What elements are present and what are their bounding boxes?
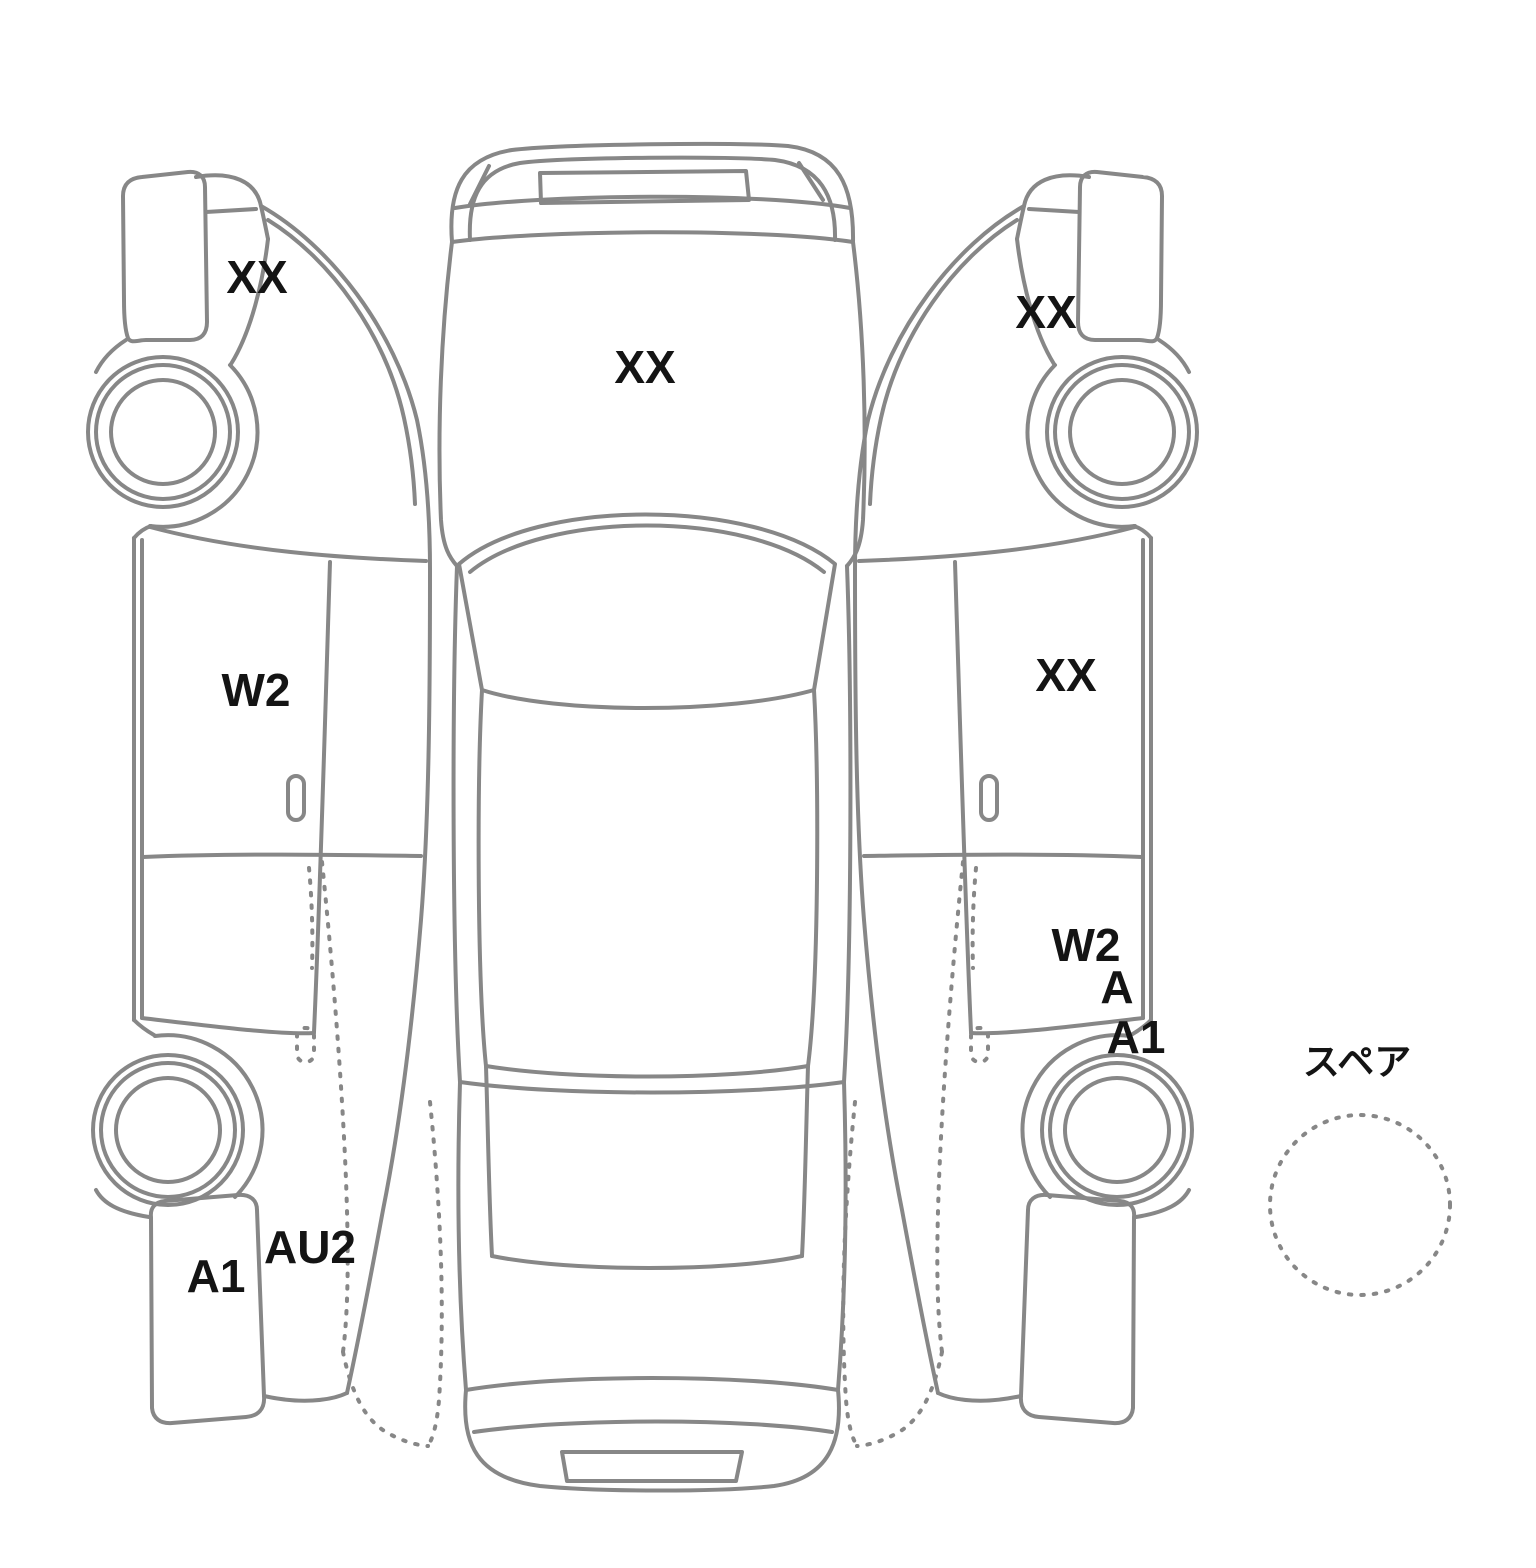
front-bumper-outline (449, 141, 856, 244)
windshield (457, 512, 837, 710)
spare-tire-label: スペア (1302, 1041, 1412, 1083)
body-side-right (842, 564, 853, 1084)
line-art (86, 141, 1452, 1493)
windshield-inner (468, 523, 826, 574)
damage-marker-left-rear-fender: AU2 (263, 1221, 357, 1273)
front-corner-seam-left (468, 164, 491, 206)
hood-side-right (845, 240, 867, 568)
rear-glass-bottom (490, 1254, 804, 1270)
right-side-view (841, 169, 1199, 1449)
rear-glass-right (800, 1064, 810, 1258)
damage-marker-left-front-fender: XX (226, 251, 288, 303)
rear-bumper-strip (472, 1419, 834, 1434)
body-side-left (451, 564, 462, 1084)
top-view (437, 141, 867, 1493)
roof-rear-edge (484, 1064, 810, 1079)
rear-bumper-top (464, 1376, 840, 1392)
rear-bumper-outline (463, 1388, 841, 1493)
front-corner-seam-right (797, 161, 825, 202)
damage-marker-right-front-fender: XX (1015, 286, 1077, 338)
rear-glass-left (484, 1064, 494, 1258)
front-bumper-band (453, 194, 852, 210)
damage-marker-left-front-door: W2 (221, 664, 291, 716)
damage-marker-right-rear-fender: A (1100, 961, 1134, 1013)
damage-marker-right-rear-arch: A1 (1106, 1011, 1166, 1063)
front-bumper-bottom (450, 230, 855, 244)
hood-side-left (437, 240, 459, 568)
roof-side-left (476, 688, 488, 1068)
damage-marker-left-rear-bumper: A1 (186, 1250, 246, 1302)
body-rear-left (456, 1080, 468, 1392)
damage-marker-right-rear-door: W2 (1051, 919, 1121, 971)
body-rear-right (836, 1080, 848, 1392)
roof-side-right (806, 688, 820, 1068)
spare-tire-outline (1268, 1113, 1452, 1297)
damage-marker-right-front-door: XX (1035, 649, 1097, 701)
damage-marker-hood: XX (614, 341, 676, 393)
front-grille (538, 169, 751, 205)
body-crease (458, 1080, 846, 1095)
front-bumper-inner (467, 155, 838, 242)
rear-plate (560, 1450, 744, 1483)
